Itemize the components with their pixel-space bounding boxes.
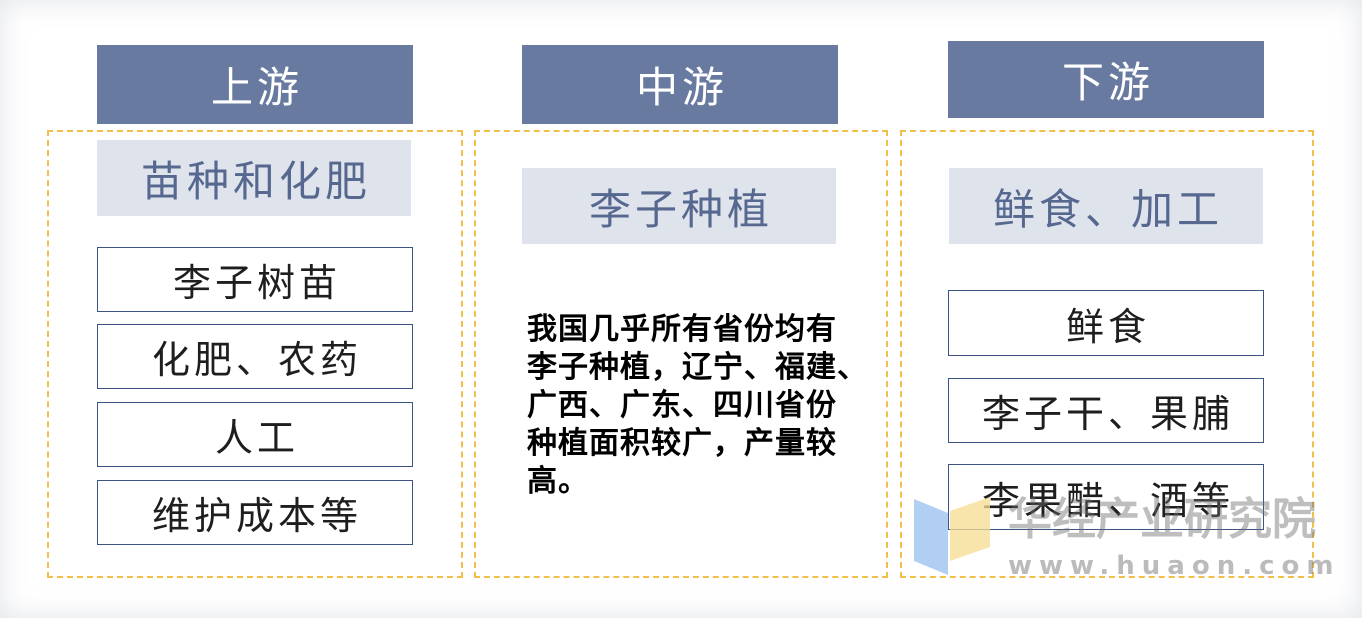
- description-line: 李子种植，辽宁、福建、: [527, 350, 868, 385]
- watermark-text: 华经产业研究院: [1008, 494, 1316, 545]
- description-line: 广西、广东、四川省份: [527, 388, 837, 423]
- watermark-url: www.huaon.com: [1008, 551, 1341, 581]
- midstream-description: 我国几乎所有省份均有 李子种植，辽宁、福建、 广西、广东、四川省份 种植面积较广…: [527, 311, 868, 501]
- upstream-item: 化肥、农药: [97, 324, 413, 389]
- upstream-item: 维护成本等: [97, 480, 413, 545]
- downstream-item: 鲜食: [948, 290, 1264, 356]
- downstream-subheader: 鲜食、加工: [949, 168, 1263, 244]
- upstream-item: 人工: [97, 402, 413, 467]
- upstream-subheader: 苗种和化肥: [97, 140, 411, 216]
- midstream-header: 中游: [522, 45, 838, 124]
- upstream-panel: [47, 130, 463, 578]
- midstream-panel: [474, 130, 888, 578]
- downstream-item: 李果醋、酒等: [948, 464, 1264, 530]
- description-line: 我国几乎所有省份均有: [527, 312, 837, 347]
- description-line: 种植面积较广，产量较: [527, 426, 837, 461]
- description-line: 高。: [527, 464, 589, 499]
- downstream-item: 李子干、果脯: [948, 378, 1264, 443]
- huaon-logo-icon: [914, 497, 990, 575]
- upstream-item: 李子树苗: [97, 247, 413, 312]
- upstream-header: 上游: [97, 45, 413, 124]
- downstream-panel: [900, 130, 1314, 578]
- midstream-subheader: 李子种植: [522, 168, 836, 244]
- downstream-header: 下游: [948, 41, 1264, 118]
